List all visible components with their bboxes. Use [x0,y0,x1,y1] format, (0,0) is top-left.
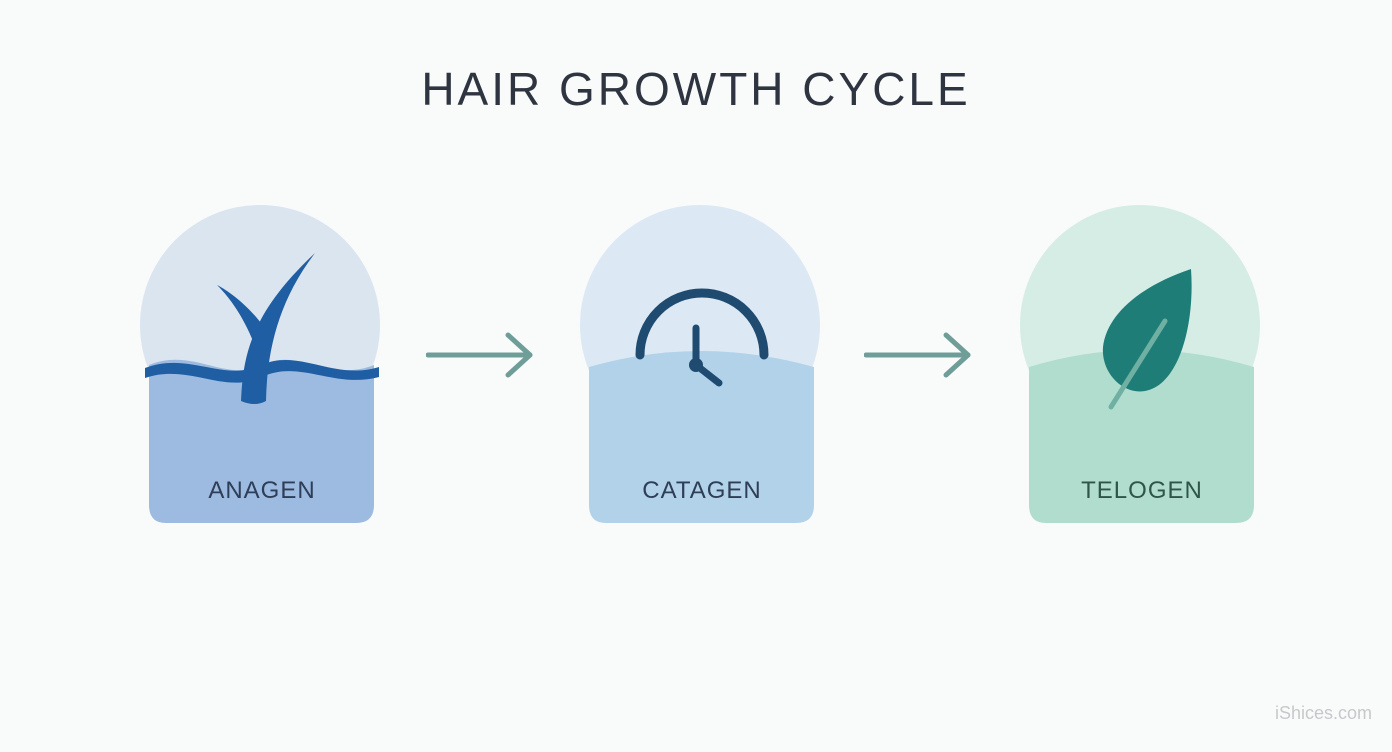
hair-strand-icon [217,253,315,404]
leaf-icon [1102,269,1192,410]
arrow-right-icon [426,332,533,378]
stage-anagen: ANAGEN [139,205,385,525]
stage-catagen-shape [580,205,820,523]
stage-label-anagen: ANAGEN [208,477,316,504]
watermark: iShices.com [1274,703,1372,723]
page-title: HAIR GROWTH CYCLE [421,63,971,115]
stage-catagen: CATAGEN [579,205,825,525]
stage-label-telogen: TELOGEN [1081,477,1203,504]
arrow-right-icon [864,332,971,378]
clock-icon [635,288,769,387]
stage-label-catagen: CATAGEN [642,477,762,504]
stage-telogen: TELOGEN [1019,205,1265,525]
